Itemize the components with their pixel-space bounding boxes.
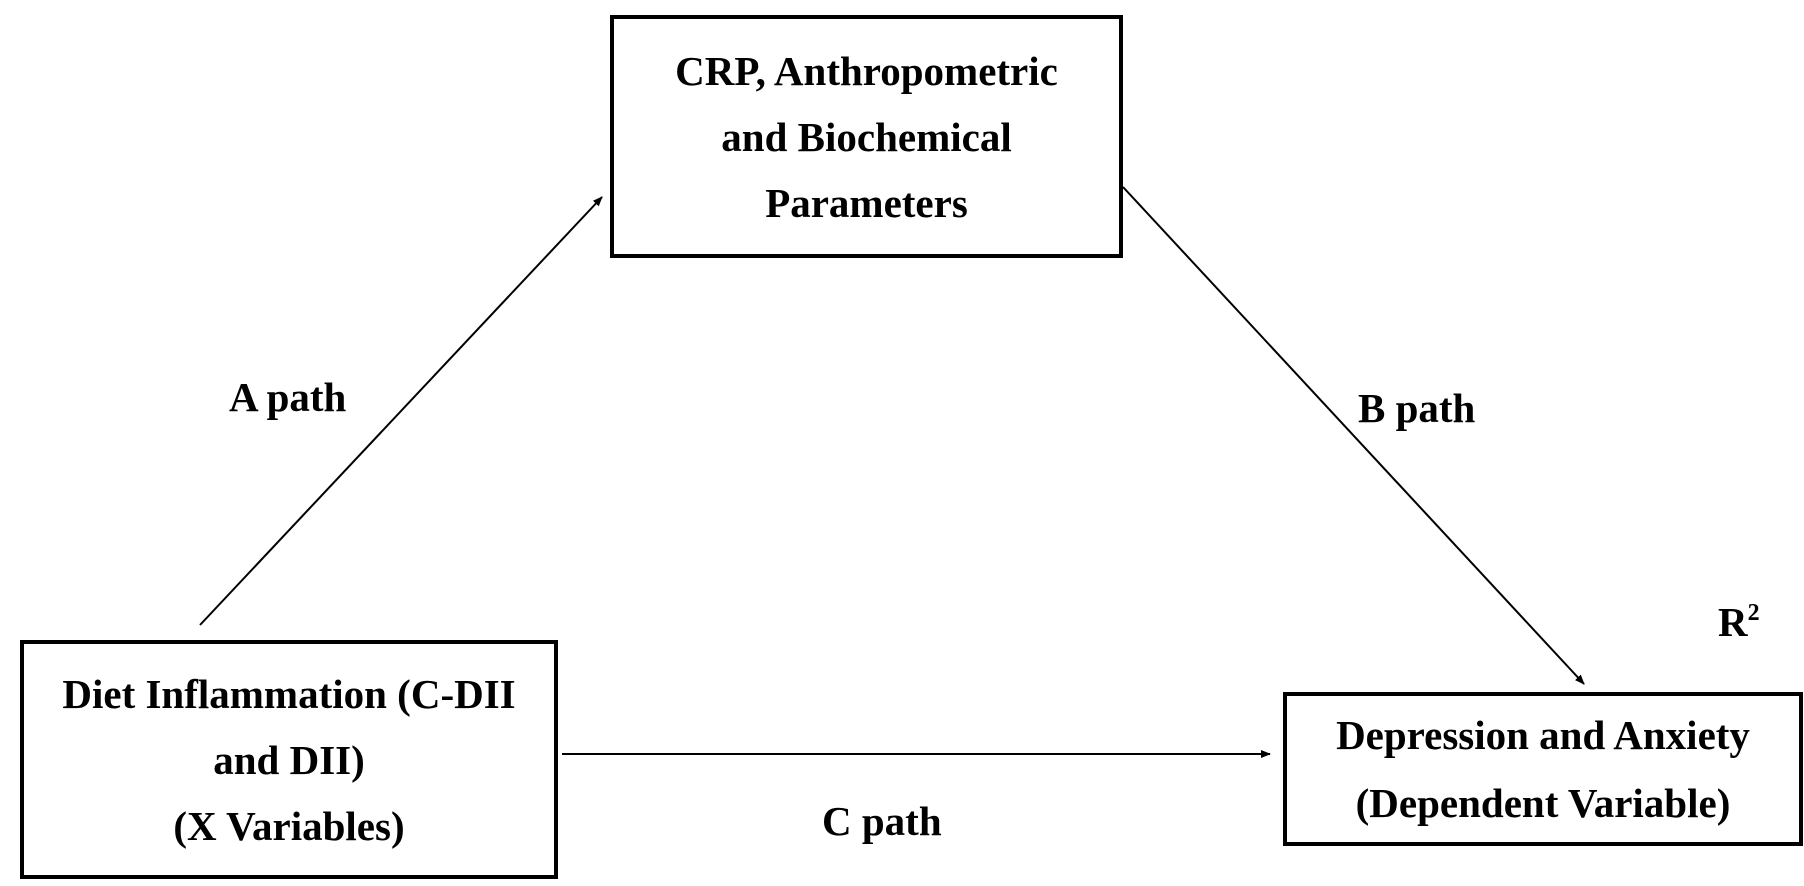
b-path-arrow (1122, 186, 1585, 685)
outcome-line-1: Depression and Anxiety (1336, 712, 1750, 758)
predictor-line-3: (X Variables) (173, 802, 405, 849)
r-squared-label: R2 (1718, 598, 1760, 646)
r-squared-exponent: 2 (1747, 600, 1760, 626)
outcome-line-2: (Dependent Variable) (1355, 780, 1731, 826)
b-path-label: B path (1358, 385, 1476, 431)
outcome-box: Depression and Anxiety (Dependent Variab… (1283, 692, 1803, 846)
r-squared-base: R (1718, 599, 1748, 645)
predictor-box: Diet Inflammation (C-DII and DII) (X Var… (20, 640, 558, 879)
mediator-line-3: Parameters (765, 179, 968, 226)
a-path-label: A path (229, 374, 347, 420)
c-path-label: C path (822, 798, 942, 844)
predictor-line-1: Diet Inflammation (C-DII (62, 670, 516, 717)
mediator-line-1: CRP, Anthropometric (675, 47, 1058, 94)
a-path-arrow (199, 196, 603, 626)
predictor-line-2: and DII) (213, 736, 365, 783)
mediator-box: CRP, Anthropometric and Biochemical Para… (610, 15, 1123, 258)
mediator-line-2: and Biochemical (721, 113, 1012, 160)
